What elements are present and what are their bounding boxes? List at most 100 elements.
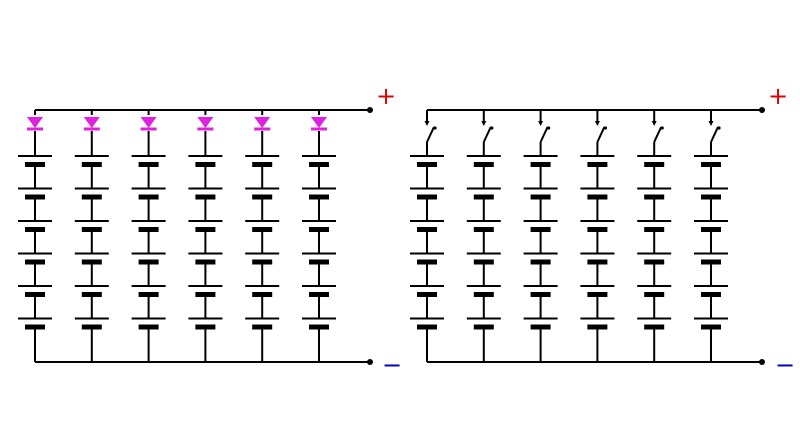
battery-cell-icon — [410, 155, 444, 167]
battery-long-plate — [694, 317, 728, 320]
battery-string — [188, 110, 223, 362]
battery-short-plate — [417, 194, 437, 200]
battery-cell-icon — [302, 317, 336, 330]
battery-short-plate — [309, 162, 329, 167]
battery-short-plate — [25, 194, 45, 200]
battery-cell-icon — [694, 220, 728, 232]
battery-string — [410, 110, 444, 362]
battery-long-plate — [637, 317, 672, 320]
battery-short-plate — [701, 194, 721, 200]
negative-terminal-dot — [759, 359, 765, 365]
battery-short-plate — [252, 227, 273, 232]
battery-cell-icon — [410, 220, 444, 232]
battery-long-plate — [188, 252, 223, 255]
battery-short-plate — [417, 324, 437, 330]
battery-cell-icon — [302, 220, 336, 232]
battery-short-plate — [587, 292, 608, 297]
battery-string — [694, 110, 728, 362]
battery-cell-icon — [188, 317, 223, 330]
battery-cell-icon — [523, 252, 558, 265]
battery-long-plate — [245, 317, 280, 320]
battery-cell-icon — [131, 317, 166, 330]
battery-string — [523, 110, 558, 362]
battery-short-plate — [309, 259, 329, 265]
battery-cell-icon — [637, 285, 672, 297]
switch-contact-arrow — [538, 121, 544, 126]
battery-long-plate — [131, 317, 166, 320]
battery-short-plate — [81, 227, 102, 232]
battery-cell-icon — [131, 220, 166, 232]
battery-long-plate — [466, 317, 501, 320]
diode-icon — [197, 117, 214, 131]
battery-cell-icon — [637, 155, 672, 167]
battery-cell-icon — [131, 187, 166, 200]
battery-long-plate — [523, 317, 558, 320]
diode-triangle — [27, 117, 43, 128]
battery-long-plate — [74, 285, 109, 287]
diode-triangle — [83, 117, 100, 128]
battery-cell-icon — [302, 285, 336, 297]
battery-long-plate — [410, 187, 444, 190]
battery-string — [245, 110, 280, 362]
battery-short-plate — [81, 194, 102, 200]
battery-short-plate — [587, 162, 608, 167]
battery-short-plate — [138, 162, 159, 167]
battery-long-plate — [466, 285, 501, 287]
battery-long-plate — [131, 252, 166, 255]
battery-short-plate — [25, 292, 45, 297]
switch-contact-arrow — [708, 121, 714, 126]
battery-cell-icon — [694, 252, 728, 265]
battery-long-plate — [302, 285, 336, 287]
battery-cell-icon — [694, 285, 728, 297]
battery-short-plate — [138, 324, 159, 330]
battery-cell-icon — [188, 220, 223, 232]
battery-cell-icon — [245, 220, 280, 232]
battery-long-plate — [18, 187, 52, 190]
battery-long-plate — [466, 187, 501, 190]
positive-terminal-dot — [367, 107, 373, 113]
battery-short-plate — [530, 227, 551, 232]
battery-short-plate — [417, 259, 437, 265]
battery-cell-icon — [523, 285, 558, 297]
battery-cell-icon — [466, 252, 501, 265]
diode-battery-circuit — [18, 107, 373, 365]
battery-short-plate — [644, 162, 665, 167]
battery-short-plate — [309, 194, 329, 200]
battery-cell-icon — [18, 252, 52, 265]
battery-cell-icon — [245, 317, 280, 330]
battery-short-plate — [473, 194, 494, 200]
battery-short-plate — [473, 324, 494, 330]
switch-contact-arrow — [594, 121, 600, 126]
battery-long-plate — [580, 187, 615, 190]
battery-short-plate — [195, 324, 216, 330]
battery-long-plate — [18, 155, 52, 157]
battery-long-plate — [466, 155, 501, 157]
battery-cell-icon — [466, 317, 501, 330]
battery-long-plate — [694, 285, 728, 287]
battery-cell-icon — [131, 252, 166, 265]
battery-short-plate — [138, 292, 159, 297]
battery-long-plate — [694, 187, 728, 190]
battery-short-plate — [701, 227, 721, 232]
battery-long-plate — [245, 220, 280, 222]
battery-short-plate — [195, 194, 216, 200]
battery-cell-icon — [18, 187, 52, 200]
battery-cell-icon — [74, 317, 109, 330]
battery-long-plate — [131, 155, 166, 157]
battery-short-plate — [195, 227, 216, 232]
battery-cell-icon — [410, 317, 444, 330]
battery-short-plate — [701, 162, 721, 167]
battery-string — [18, 110, 52, 362]
battery-long-plate — [302, 317, 336, 320]
battery-long-plate — [410, 220, 444, 222]
battery-long-plate — [694, 252, 728, 255]
battery-cell-icon — [245, 285, 280, 297]
battery-short-plate — [644, 259, 665, 265]
battery-cell-icon — [245, 187, 280, 200]
battery-short-plate — [81, 259, 102, 265]
battery-cell-icon — [580, 285, 615, 297]
battery-short-plate — [701, 292, 721, 297]
battery-short-plate — [252, 162, 273, 167]
switch-icon — [651, 110, 664, 143]
